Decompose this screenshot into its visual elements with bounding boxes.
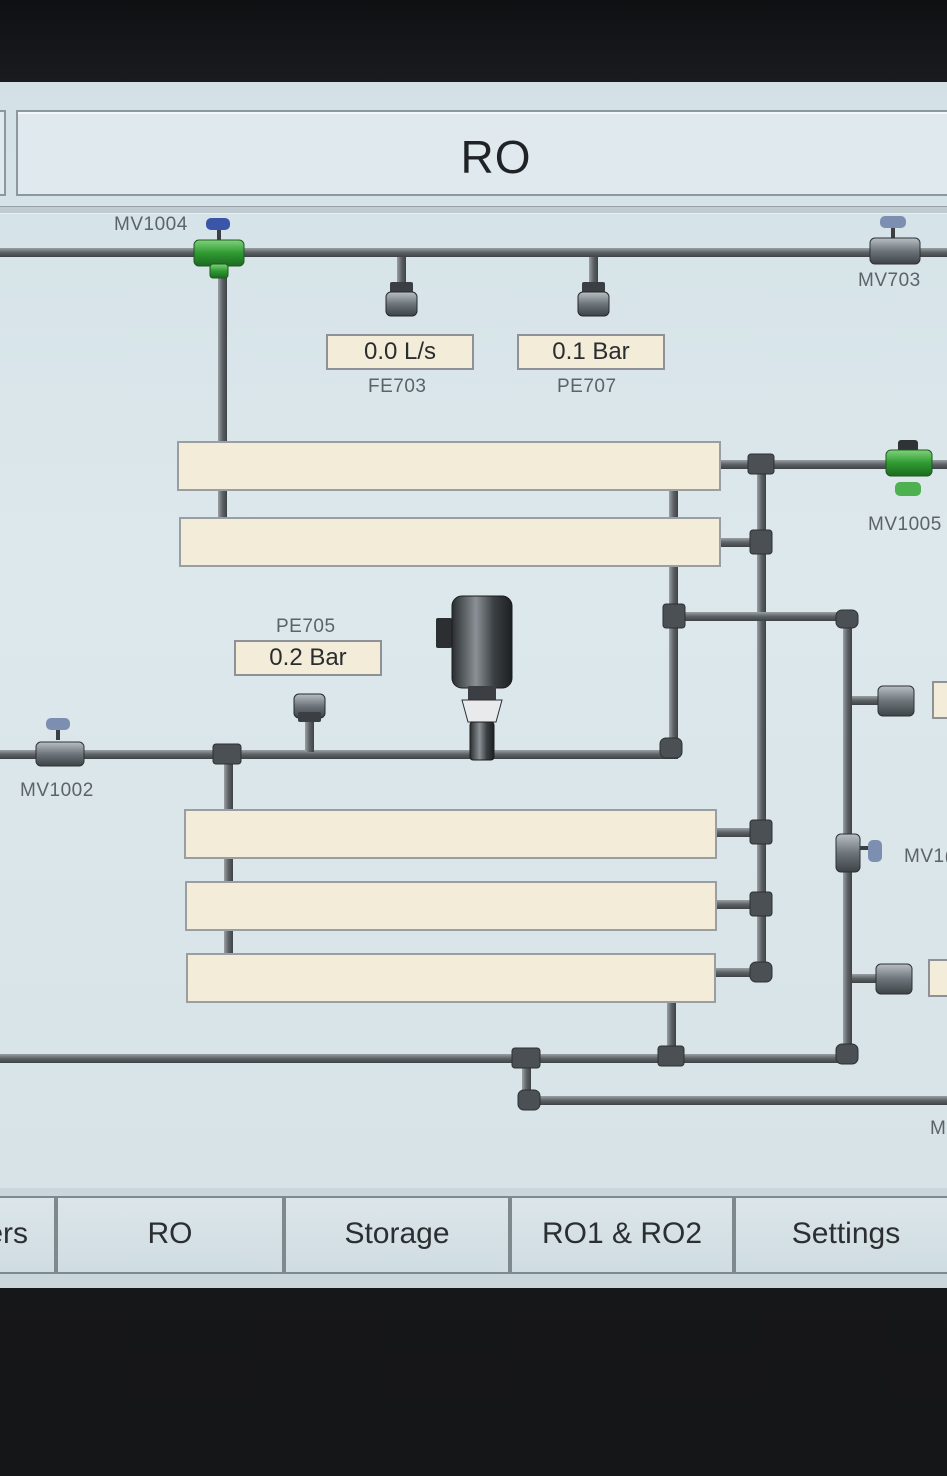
fe703-sensor-icon [385, 282, 418, 317]
mv-bottom-label: M' [930, 1118, 947, 1139]
mv703-label: MV703 [858, 270, 921, 291]
tab-storage[interactable]: Storage [284, 1196, 510, 1274]
mv1002-label: MV1002 [20, 780, 94, 801]
mv1002-valve-icon[interactable] [35, 718, 85, 767]
pipe-link-2 [716, 828, 760, 837]
pipe-fe703-drop [397, 257, 406, 285]
pe707-value: 0.1 Bar [517, 334, 665, 370]
tab-settings[interactable]: Settings [734, 1196, 947, 1274]
page-title: RO [460, 131, 532, 183]
fe703-value: 0.0 L/s [326, 334, 474, 370]
pump-motor-icon[interactable] [436, 595, 513, 761]
title-left-stub [0, 110, 6, 196]
pipe-link-3 [716, 900, 760, 909]
pe707-label: PE707 [557, 376, 617, 397]
mv703-valve-icon[interactable] [869, 216, 921, 265]
pipe-bottom-return [0, 1054, 852, 1063]
pipe-mv1004-down [218, 258, 227, 520]
fe703-label: FE703 [368, 376, 427, 397]
mv1004-valve-icon[interactable] [193, 218, 245, 279]
pipe-pe707-drop [589, 257, 598, 285]
pe705-sensor-icon [293, 693, 326, 722]
tab-ro[interactable]: RO [56, 1196, 284, 1274]
pe705-label: PE705 [276, 616, 336, 637]
tab-ro1-ro2[interactable]: RO1 & RO2 [510, 1196, 734, 1274]
stub-valve-upper [877, 681, 947, 719]
pipe-mv1005-line [720, 460, 947, 469]
pipe-bottom-drop [522, 1058, 531, 1100]
membrane-vessel-4 [185, 881, 717, 931]
membrane-vessel-3 [184, 809, 717, 859]
pipe-top-header [0, 248, 947, 257]
pipe-fittings [212, 453, 859, 1111]
title-bar: RO [16, 110, 947, 196]
pipe-top-branch [672, 612, 847, 621]
mv10-label: MV1( [904, 846, 947, 867]
pipe-stub-1 [852, 696, 882, 705]
pipe-link-4 [716, 968, 760, 977]
pipe-bottom-outlet [526, 1096, 947, 1105]
membrane-vessel-5 [186, 953, 716, 1003]
membrane-vessel-2 [179, 517, 721, 567]
pipe-link-1 [720, 538, 760, 547]
membrane-vessel-1 [177, 441, 721, 491]
mv1005-valve-icon[interactable] [885, 440, 933, 496]
stub-valve-lower [875, 959, 947, 997]
title-separator [0, 206, 947, 214]
hmi-screen: RO [0, 82, 947, 1288]
pipe-pe705-drop [305, 718, 314, 752]
pipe-middle-feed [0, 750, 678, 759]
tab-partial-left[interactable]: ers [0, 1196, 56, 1274]
pipe-right-riser [757, 464, 766, 972]
mv1005-label: MV1005 [868, 514, 942, 535]
mv10-valve-icon[interactable] [835, 833, 882, 873]
pe705-value: 0.2 Bar [234, 640, 382, 676]
pipe-stub-2 [852, 974, 882, 983]
process-diagram [0, 216, 947, 1111]
pipe-lower-riser [667, 982, 676, 1058]
mv1004-label: MV1004 [114, 214, 188, 235]
pe707-sensor-icon [577, 282, 610, 317]
bottom-nav: ers RO Storage RO1 & RO2 Settings [0, 1188, 947, 1288]
